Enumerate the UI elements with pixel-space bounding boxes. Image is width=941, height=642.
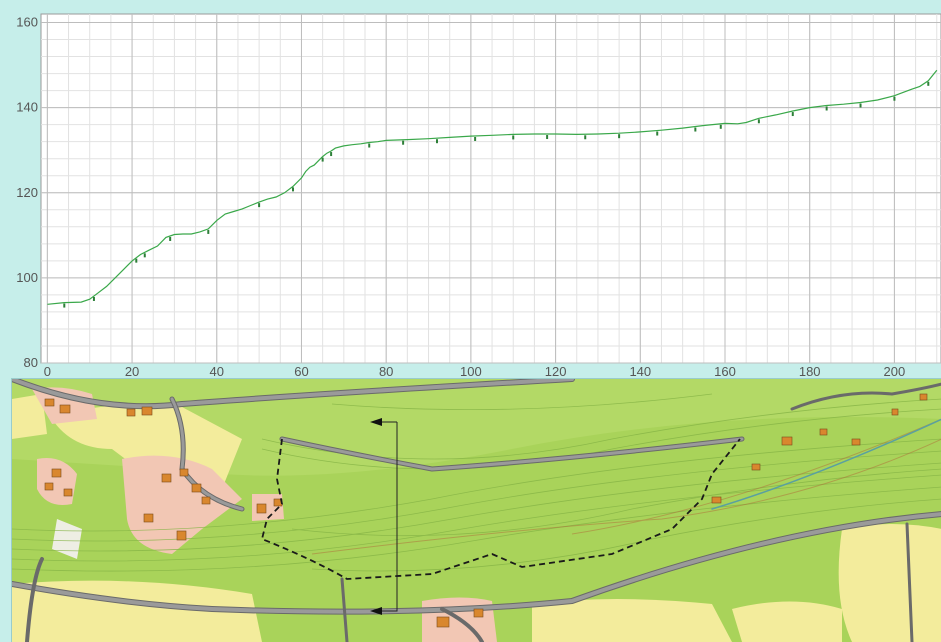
x-tick-label: 120	[545, 364, 567, 378]
x-tick-label: 180	[799, 364, 821, 378]
x-tick-label: 40	[210, 364, 224, 378]
farmland-patch	[732, 602, 842, 642]
x-tick-label: 60	[294, 364, 308, 378]
y-tick-label: 140	[16, 100, 38, 115]
x-tick-label: 0	[44, 364, 51, 378]
farmland-patch	[839, 524, 941, 642]
x-tick-label: 200	[884, 364, 906, 378]
x-tick-label: 20	[125, 364, 139, 378]
y-tick-label: 100	[16, 270, 38, 285]
y-tick-label: 160	[16, 15, 38, 30]
x-tick-label: 80	[379, 364, 393, 378]
x-tick-label: 160	[714, 364, 736, 378]
y-tick-label: 80	[24, 355, 38, 370]
topographic-map[interactable]	[12, 379, 941, 642]
elevation-profile-chart: 0 20 40 60 80 100 120 140 160 180 200 80 100 120 140 1…	[0, 0, 941, 378]
y-axis-tick-labels: 80 100 120 140 160	[16, 15, 38, 370]
y-tick-label: 120	[16, 185, 38, 200]
farmland-patch	[532, 599, 732, 642]
topographic-map-panel[interactable]	[11, 378, 941, 642]
x-tick-label: 140	[629, 364, 651, 378]
elevation-profile-panel: 0 20 40 60 80 100 120 140 160 180 200 80 100 120 140 1…	[0, 0, 941, 378]
plot-area	[41, 14, 941, 363]
x-axis-tick-labels: 0 20 40 60 80 100 120 140 160 180 200	[44, 364, 906, 378]
x-tick-label: 100	[460, 364, 482, 378]
